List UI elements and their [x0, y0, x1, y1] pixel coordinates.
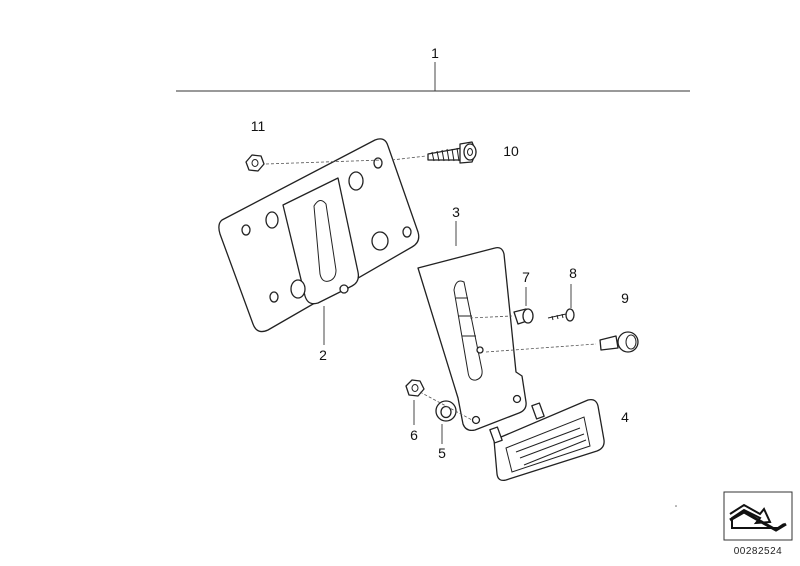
- dash-leader-11: [265, 159, 383, 165]
- callout-3: 3: [452, 204, 460, 220]
- dash-leader-10: [391, 155, 427, 161]
- reference-code: 00282524: [734, 546, 783, 557]
- callout-7: 7: [522, 269, 530, 285]
- nut-part-6[interactable]: [405, 379, 425, 397]
- nut-part-11[interactable]: [245, 154, 265, 172]
- screw-part-8[interactable]: [547, 308, 575, 322]
- bolt-part-7[interactable]: [513, 308, 534, 325]
- speck-mark: [675, 505, 677, 507]
- pin-part-9[interactable]: [599, 331, 639, 353]
- callout-1: 1: [431, 45, 439, 61]
- callout-10: 10: [503, 143, 519, 159]
- callout-8: 8: [569, 265, 577, 281]
- dash-leader-9: [485, 343, 597, 353]
- mounting-plate-part[interactable]: [218, 138, 420, 333]
- callout-11: 11: [251, 118, 266, 134]
- assembly-bracket-line: [176, 62, 690, 92]
- callout-5: 5: [438, 445, 446, 461]
- slotted-bracket-part[interactable]: [417, 246, 527, 432]
- callout-6: 6: [410, 427, 418, 443]
- dash-leader-7: [469, 315, 513, 319]
- callout-4: 4: [621, 409, 629, 425]
- screw-part-10[interactable]: [427, 141, 477, 164]
- light-unit-part[interactable]: [489, 398, 605, 482]
- callout-2: 2: [319, 347, 327, 363]
- diagram-reference-icon: [723, 491, 793, 541]
- callout-9: 9: [621, 290, 629, 306]
- washer-part-5[interactable]: [435, 400, 457, 422]
